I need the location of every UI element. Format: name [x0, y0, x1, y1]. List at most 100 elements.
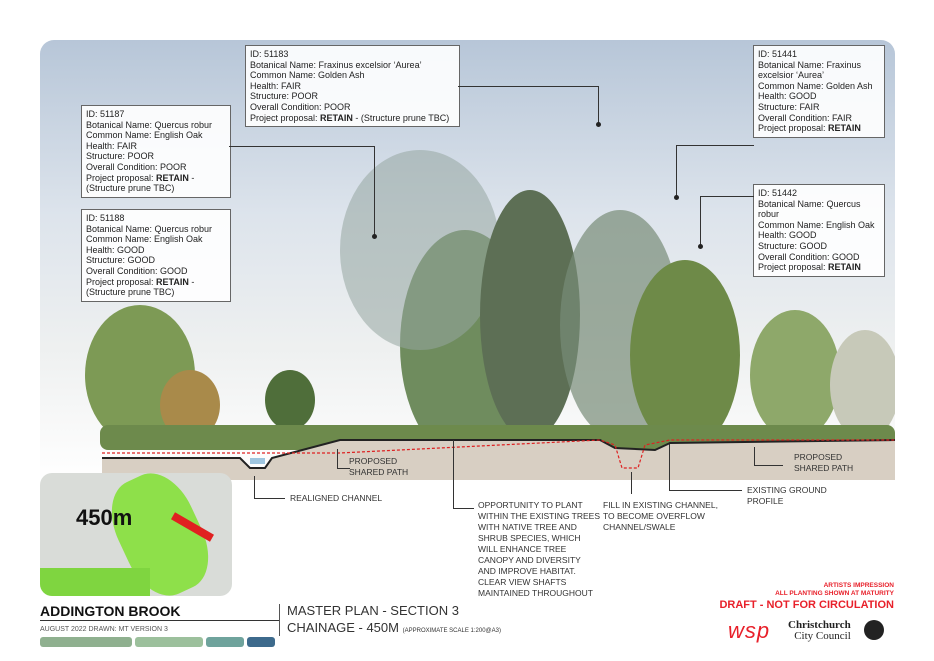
proposal-label: Project proposal:: [758, 123, 829, 134]
draft-notice: DRAFT - NOT FOR CIRCULATION: [719, 599, 894, 611]
scale-note: (APPROXIMATE SCALE 1:200@A3): [402, 628, 501, 634]
sheet-title: MASTER PLAN - SECTION 3: [287, 603, 459, 618]
leader-line: [676, 145, 754, 198]
info-line: Overall Condition: GOOD: [86, 265, 188, 276]
proposal-value: RETAIN: [320, 112, 353, 123]
info-line: Botanical Name: Quercus robur: [758, 198, 861, 220]
info-line: Botanical Name: Fraxinus excelsior ‘Aure…: [758, 59, 862, 81]
ccc-logo-line2: City Council: [794, 630, 851, 642]
tree-info-51183: ID: 51183 Botanical Name: Fraxinus excel…: [245, 45, 460, 128]
bar-segment: [135, 637, 203, 647]
info-line: Botanical Name: Quercus robur: [86, 119, 213, 130]
proposal-value: RETAIN: [156, 276, 189, 287]
proposal: Project proposal: RETAIN - (Structure pr…: [86, 173, 226, 194]
proposal-value: RETAIN: [828, 262, 861, 273]
info-line: Health: FAIR: [250, 80, 302, 91]
proposal: Project proposal: RETAIN: [758, 123, 880, 134]
info-line: Health: GOOD: [758, 91, 817, 102]
leader-line: [229, 146, 375, 237]
leader-line: [254, 476, 285, 499]
info-line: Health: GOOD: [758, 230, 817, 241]
leader-line: [631, 472, 633, 494]
info-line: Overall Condition: POOR: [250, 101, 351, 112]
tree-canopy: [265, 370, 315, 430]
leader-line: [669, 444, 742, 491]
tree-id: ID: 51442: [758, 188, 798, 198]
bar-segment: [206, 637, 244, 647]
ccc-logo-line1: Christchurch: [788, 619, 851, 631]
info-line: Structure: GOOD: [86, 255, 156, 266]
info-line: Structure: FAIR: [758, 101, 820, 112]
wsp-logo: wsp: [728, 618, 771, 643]
artists-impression: ARTISTS IMPRESSION: [823, 582, 894, 589]
info-line: Common Name: English Oak: [86, 234, 203, 245]
leader-line: [458, 86, 599, 125]
info-line: Common Name: English Oak: [86, 130, 203, 141]
ground-section: [102, 439, 895, 480]
ccc-logo: Christchurch City Council: [788, 620, 851, 642]
shared-path-label-right: Proposed shared path: [794, 452, 854, 473]
shared-path-label-left: Proposed shared path: [349, 456, 409, 477]
proposal-note: - (Structure prune TBC): [86, 172, 195, 194]
proposal-label: Project proposal:: [86, 172, 157, 183]
proposal-label: Project proposal:: [86, 276, 157, 287]
leader-line: [453, 440, 474, 509]
tree-id: ID: 51188: [86, 213, 125, 223]
sheet-subtitle: CHAINAGE - 450M: [287, 620, 399, 635]
info-line: Common Name: Golden Ash: [250, 70, 365, 81]
leader-line: [337, 449, 350, 469]
proposal-note: - (Structure prune TBC): [352, 112, 450, 123]
tree-info-51441: ID: 51441 Botanical Name: Fraxinus excel…: [753, 45, 885, 138]
bar-segment: [247, 637, 275, 647]
divider: [40, 620, 280, 621]
info-line: Overall Condition: POOR: [86, 161, 187, 172]
leader-dot: [674, 195, 679, 200]
drawing-meta: AUGUST 2022 DRAWN: MT VERSION 3: [40, 626, 168, 633]
leader-dot: [698, 244, 703, 249]
tree-canopy: [830, 330, 895, 440]
tree-canopy: [630, 260, 740, 450]
leader-dot: [596, 122, 601, 127]
info-line: Botanical Name: Quercus robur: [86, 223, 213, 234]
green-corridor: [40, 568, 150, 596]
info-line: Health: GOOD: [86, 244, 145, 255]
ground-profile-note: Existing ground profile: [747, 485, 827, 506]
tree-id: ID: 51441: [758, 49, 798, 59]
info-line: Structure: POOR: [86, 151, 155, 162]
proposal: Project proposal: RETAIN - (Structure pr…: [250, 113, 455, 124]
info-line: Botanical Name: Fraxinus excelsior ‘Aure…: [250, 59, 422, 70]
info-line: Structure: GOOD: [758, 240, 828, 251]
section-illustration: [40, 40, 895, 480]
tree-canopy: [750, 310, 840, 440]
info-line: Common Name: Golden Ash: [758, 80, 873, 91]
proposal-note: - (Structure prune TBC): [86, 276, 195, 298]
proposal-value: RETAIN: [828, 123, 861, 134]
ccc-emblem-icon: [864, 620, 884, 640]
proposal-value: RETAIN: [156, 172, 189, 183]
tree-canopy: [340, 150, 500, 350]
info-line: Overall Condition: FAIR: [758, 112, 853, 123]
info-line: Common Name: English Oak: [758, 219, 875, 230]
project-name: ADDINGTON BROOK: [40, 603, 181, 619]
color-bar: [40, 637, 275, 647]
info-line: Overall Condition: GOOD: [758, 251, 860, 262]
info-line: Health: FAIR: [86, 140, 138, 151]
tree-id: ID: 51183: [250, 49, 289, 59]
divider: [279, 604, 280, 636]
planting-note: ALL PLANTING SHOWN AT MATURITY: [775, 590, 894, 597]
leader-line: [700, 196, 754, 247]
proposal: Project proposal: RETAIN: [758, 262, 880, 273]
proposal: Project proposal: RETAIN - (Structure pr…: [86, 277, 226, 298]
realigned-channel-label: Realigned channel: [290, 493, 383, 503]
leader-line: [754, 447, 783, 466]
fill-channel-note: Fill in existing channel, to become over…: [603, 500, 718, 532]
proposal-label: Project proposal:: [250, 112, 321, 123]
leader-dot: [372, 234, 377, 239]
chainage-label: 450m: [76, 505, 133, 530]
tree-id: ID: 51187: [86, 109, 125, 119]
info-line: Structure: POOR: [250, 91, 319, 102]
bar-segment: [40, 637, 132, 647]
